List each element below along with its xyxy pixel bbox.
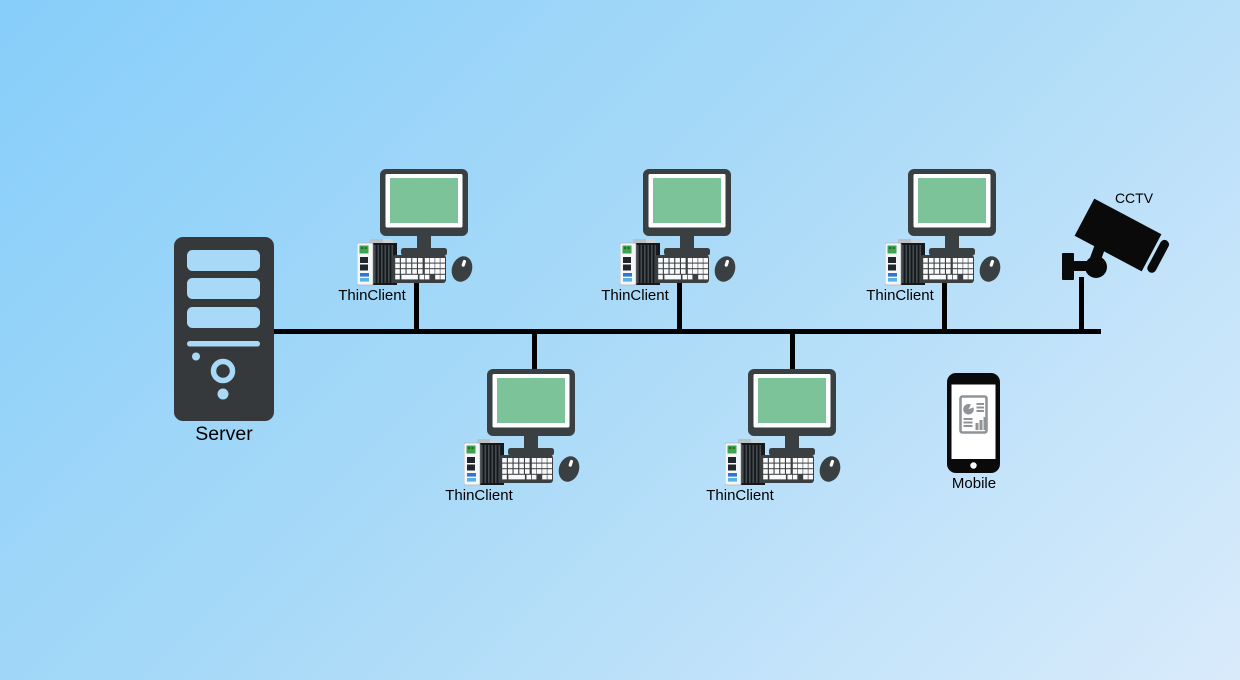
thin-client-icon [620,169,736,287]
thin-client-2-label: ThinClient [601,287,669,304]
server-label: Server [195,423,253,445]
server-icon [174,237,274,421]
drop-line-cctv [1079,277,1084,331]
thin-client-icon [464,369,580,487]
drop-line-thinclient-2 [677,283,682,333]
thin-client-3-label: ThinClient [866,287,934,304]
drop-line-thinclient-4 [532,331,537,371]
thin-client-icon [725,369,841,487]
thin-client-icon [357,169,473,287]
thin-client-5 [725,369,841,487]
cctv-label: CCTV [1114,190,1154,206]
cctv-node [1058,197,1180,292]
thin-client-4 [464,369,580,487]
drop-line-thinclient-3 [942,283,947,333]
thin-client-1 [357,169,473,287]
thin-client-4-label: ThinClient [445,487,513,504]
bus-line [272,329,1101,334]
cctv-camera-icon [1058,197,1180,292]
thin-client-5-label: ThinClient [706,487,774,504]
mobile-node [947,373,1000,473]
thin-client-3 [885,169,1001,287]
drop-line-thinclient-5 [790,331,795,371]
thin-client-icon [885,169,1001,287]
thin-client-1-label: ThinClient [338,287,406,304]
drop-line-thinclient-1 [414,283,419,333]
mobile-label: Mobile [951,475,997,492]
thin-client-2 [620,169,736,287]
mobile-phone-icon [947,373,1000,473]
server-node [174,237,274,421]
